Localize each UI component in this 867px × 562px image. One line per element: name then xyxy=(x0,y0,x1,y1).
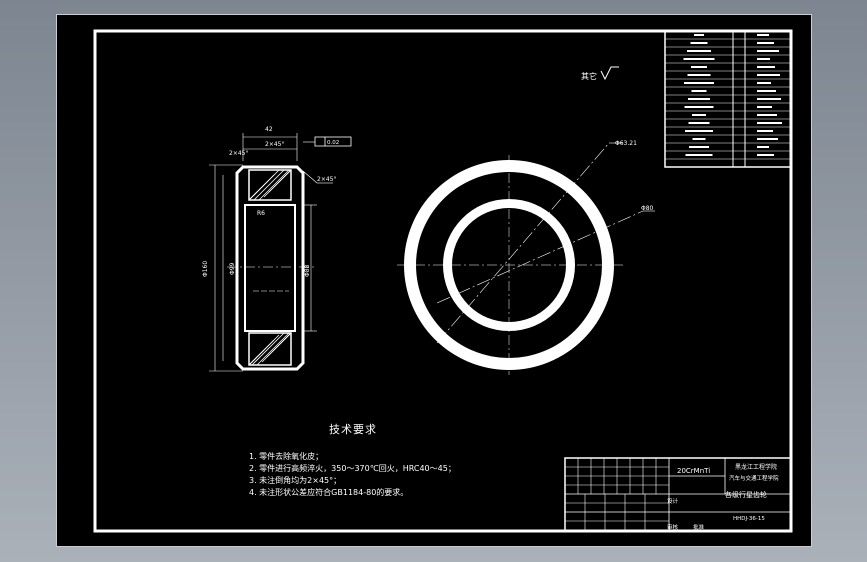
section-view xyxy=(209,133,352,372)
hatch-section-bottom xyxy=(248,332,292,366)
tech-item: 2. 零件进行高频淬火，350～370℃回火，HRC40～45； xyxy=(249,464,456,473)
role-review: 审核 xyxy=(667,523,679,531)
tech-item: 3. 未注倒角均为2×45°； xyxy=(249,476,342,485)
hatch-section-top xyxy=(248,169,292,201)
dim-chamfer-a: 2×45° xyxy=(265,141,284,148)
org-line2: 汽车与交通工程学院 xyxy=(729,474,779,482)
other-roughness-label: 其它 xyxy=(581,71,597,81)
dim-dia-outer: Φ160 xyxy=(202,261,209,277)
dim-dia-mid: Φ99 xyxy=(229,262,236,275)
material-label: 20CrMnTi xyxy=(677,467,710,475)
leader-label-a: Φ63.21 xyxy=(615,140,637,147)
leader-label-b: Φ80 xyxy=(641,205,654,212)
tech-requirements-title: 技术要求 xyxy=(329,423,377,436)
title-block xyxy=(564,457,792,532)
org-line1: 黑龙江工程学院 xyxy=(735,463,777,471)
tech-item: 4. 未注形状公差应符合GB1184-80的要求。 xyxy=(249,488,409,497)
part-name: 各级行星齿轮 xyxy=(725,490,767,499)
tech-item: 1. 零件去除氧化皮； xyxy=(249,452,324,461)
tech-requirements-list: 1. 零件去除氧化皮； 2. 零件进行高频淬火，350～370℃回火，HRC40… xyxy=(249,451,456,499)
drawing-number: HHDJ-36-15 xyxy=(733,516,765,522)
gdt-frame xyxy=(314,136,352,147)
dim-width-top: 42 xyxy=(265,126,273,133)
drawing-border xyxy=(93,29,793,533)
parameter-table xyxy=(664,30,792,168)
cad-drawing: 其它 xyxy=(93,29,793,533)
dim-radius: R6 xyxy=(257,210,265,217)
role-approve: 批准 xyxy=(693,523,705,531)
dim-chamfer-b: 2×45° xyxy=(317,176,336,183)
dim-chamfer-c: 2×45° xyxy=(229,150,248,157)
role-design: 设计 xyxy=(667,497,679,505)
front-view-ring xyxy=(397,142,655,375)
dim-dia-inner: Φ88 xyxy=(304,264,311,277)
roughness-symbol-icon xyxy=(600,66,619,81)
gdt-value: 0.02 xyxy=(327,140,339,146)
drawing-canvas: 其它 xyxy=(56,14,812,547)
